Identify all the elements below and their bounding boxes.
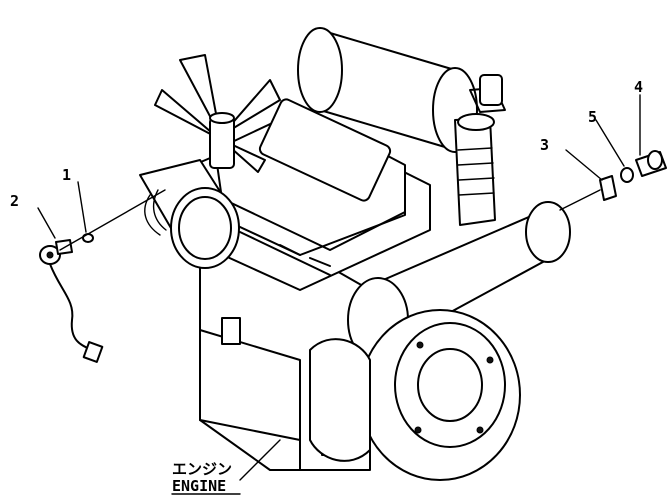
- sensor-with-harness: [39, 239, 104, 363]
- flywheel: [309, 309, 521, 481]
- callout-4: 4: [634, 78, 643, 96]
- callout-3: 3: [540, 136, 549, 154]
- engine-label-en: ENGINE: [172, 477, 226, 495]
- intake-hose: [454, 113, 496, 226]
- callout-1: 1: [62, 166, 71, 184]
- leader-lines: [37, 94, 641, 481]
- callout-5: 5: [588, 108, 597, 126]
- cooling-fan: [154, 54, 281, 173]
- intake-cylinder: [139, 159, 240, 269]
- callout-2: 2: [10, 192, 19, 210]
- bolt-part-4: [635, 150, 667, 177]
- fastener-part-3: [599, 175, 617, 201]
- engine-label-jp: エンジン: [172, 460, 232, 478]
- washer-part-5: [620, 167, 634, 183]
